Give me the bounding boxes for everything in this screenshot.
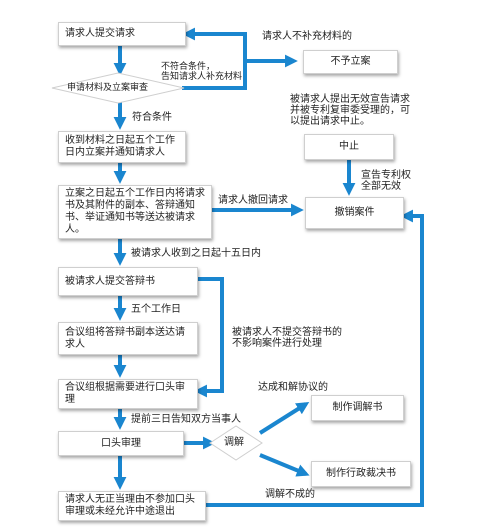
revoke-box: 撤销案件 [305, 197, 404, 229]
no-supplement-label: 请求人不补充材料的 [262, 31, 352, 42]
review-diamond [51, 72, 185, 104]
withdraw-label: 请求人撤回请求 [218, 195, 288, 206]
arrow-mediation-to-doc [258, 401, 310, 435]
not-meet-label: 不符合条件， 告知请求人补充材料 [161, 62, 243, 82]
within-15days-label: 被请求人收到之日起十五日内 [131, 248, 261, 259]
mediation-doc-box: 制作调解书 [311, 395, 404, 421]
meet-label: 符合条件 [132, 112, 172, 123]
patent-invalid-label: 宣告专利权 全部无效 [361, 170, 411, 192]
oral-decision-box: 合议组根据需要进行口头审理 [58, 379, 198, 409]
submit-request-box: 请求人提交请求 [58, 22, 186, 46]
failed-label: 调解不成的 [265, 489, 315, 500]
mediation-label: 调解 [224, 437, 244, 448]
arrow-mediation-to-decision [259, 453, 310, 477]
absent-box: 请求人无正当理由不参加口头审理或未经允许中途退出 [58, 491, 206, 521]
no-reply-label: 被请求人不提交答辩书的 不影响案件进行处理 [232, 327, 342, 349]
three-days-label: 提前三日告知双方当事人 [131, 414, 241, 425]
mediation-diamond [209, 425, 263, 461]
suspend-box: 中止 [304, 134, 394, 160]
five-days-label: 五个工作日 [131, 304, 181, 315]
arrow-no-reply-path [194, 277, 224, 398]
admin-decision-box: 制作行政裁决书 [311, 461, 411, 487]
agreement-label: 达成和解协议的 [258, 382, 328, 393]
review-label: 申请材料及立案审查 [67, 83, 149, 93]
arrow-failed-to-revoke [206, 209, 424, 507]
send-copies-box: 立案之日起五个工作日内将请求书及其附件的副本、答辩通知书、举证通知书等送达被请求… [58, 185, 212, 239]
notice-box: 收到材料之日起五个工作日内立案并通知请求人 [58, 131, 186, 163]
oral-hearing-box: 口头审理 [58, 431, 184, 456]
invalid-claim-label: 被请求人提出无效宣告请求 并被专利复审委受理的，可 以提出请求中止。 [290, 94, 410, 127]
forward-reply-box: 合议组将答辩书副本送达请求人 [58, 322, 198, 355]
respondent-reply-box: 被请求人提交答辩书 [58, 267, 198, 296]
not-accept-box: 不予立案 [303, 50, 398, 74]
